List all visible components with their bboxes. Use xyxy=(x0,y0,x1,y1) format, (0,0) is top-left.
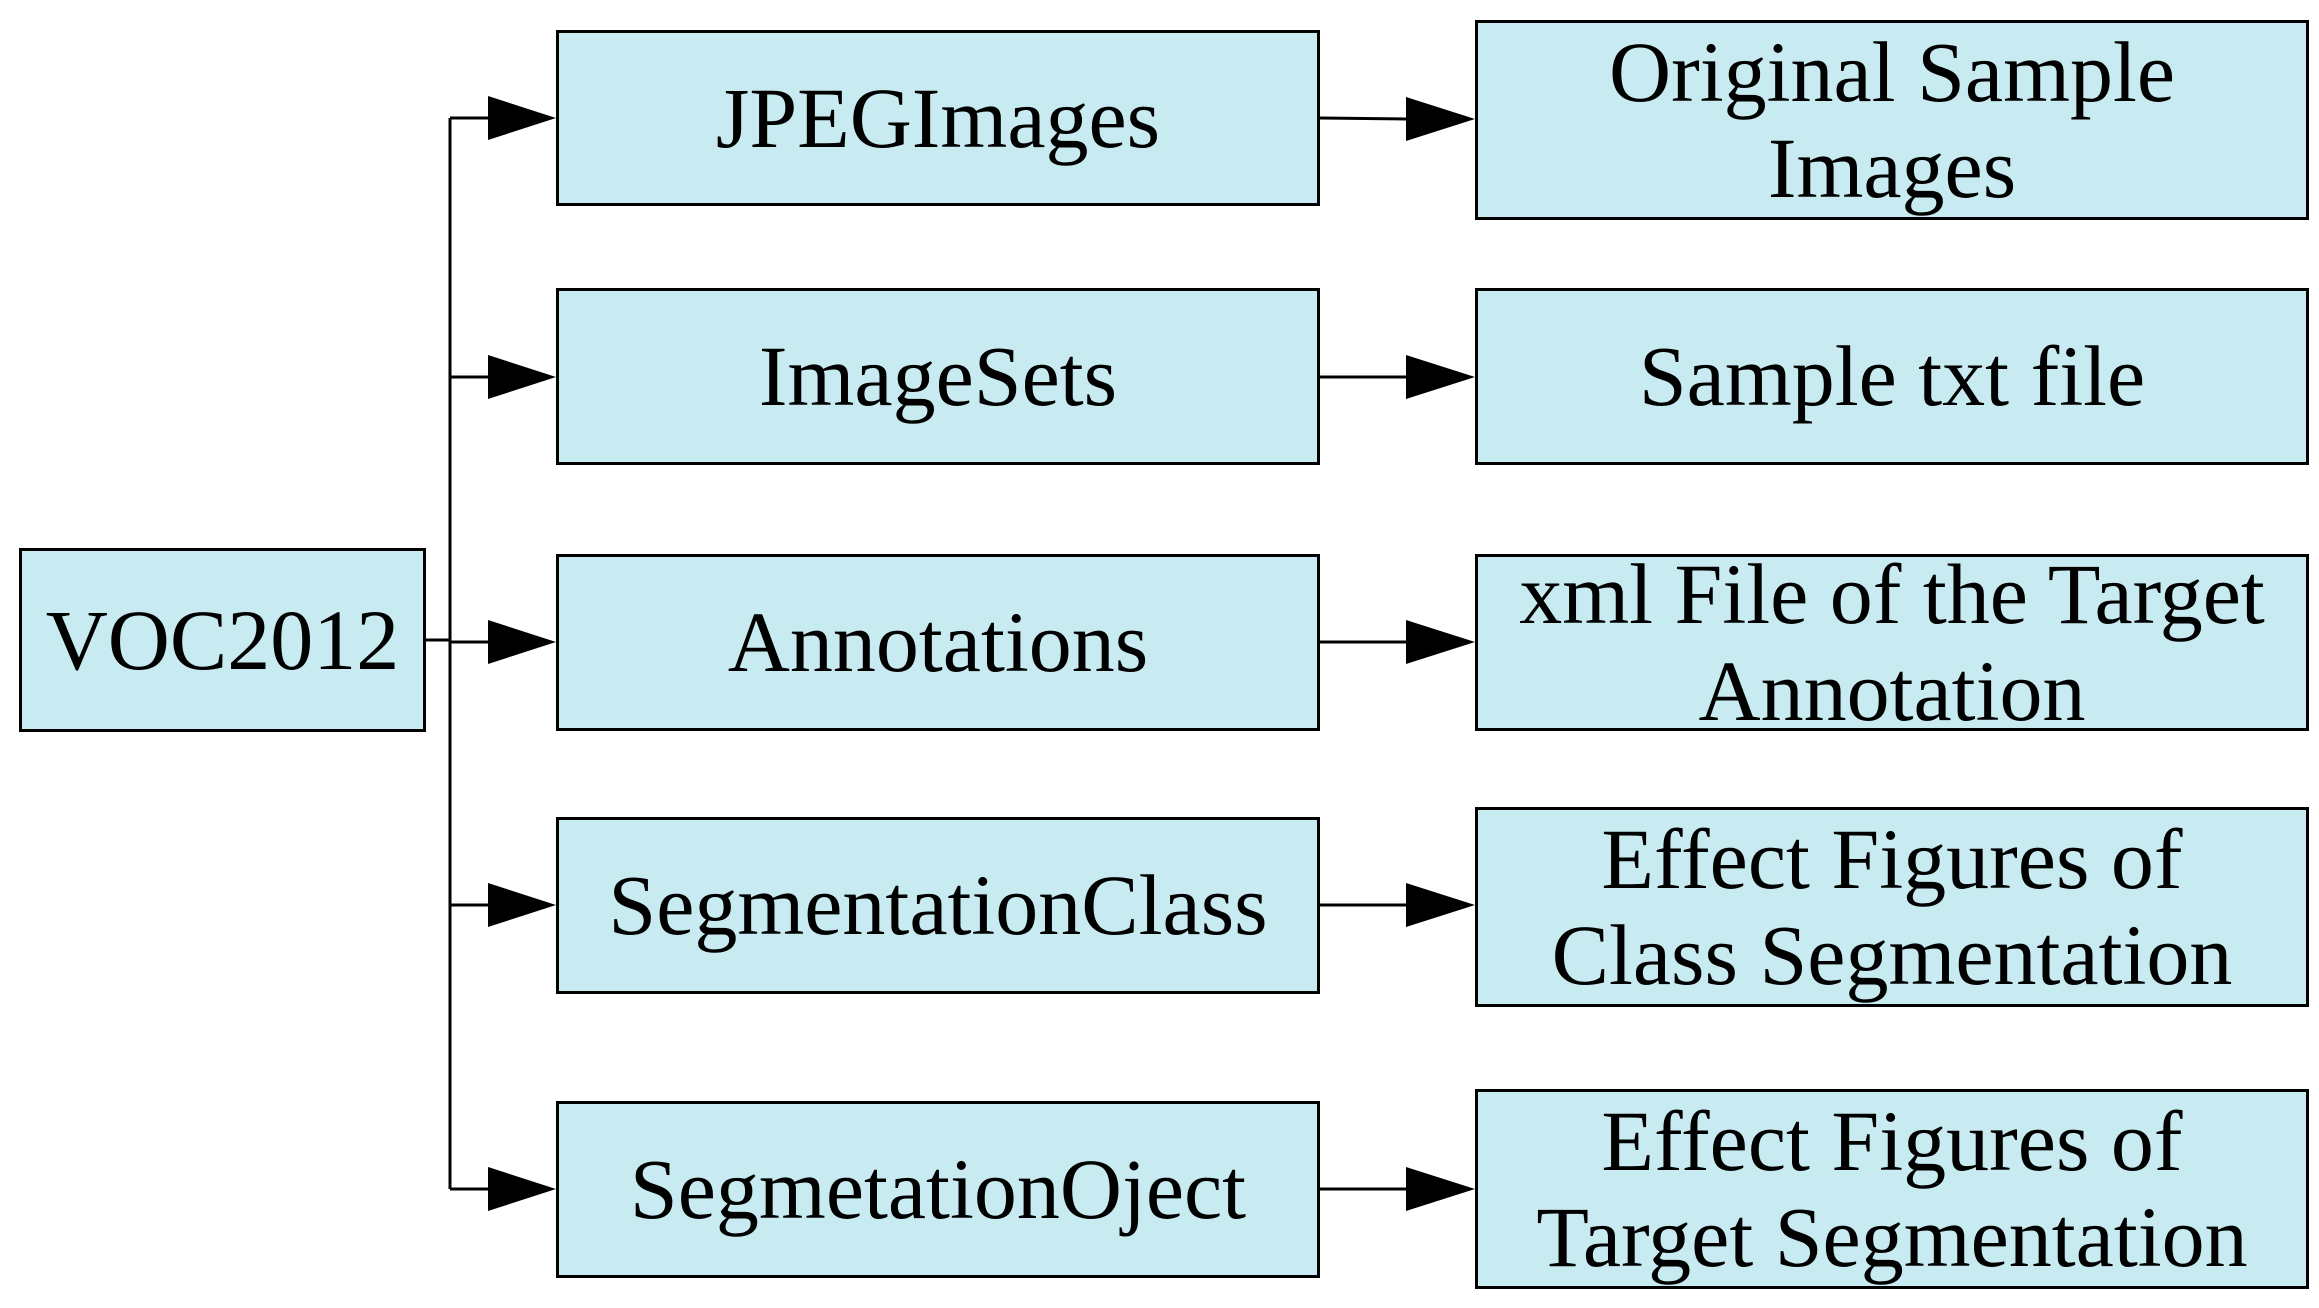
desc-arrow-segmentationclass xyxy=(1320,883,1475,927)
arrowhead-icon xyxy=(1406,97,1475,141)
arrowhead-icon xyxy=(1406,883,1475,927)
description-node-imagesets: Sample txt file xyxy=(1475,288,2309,465)
folder-node-imagesets: ImageSets xyxy=(556,288,1320,465)
arrowhead-icon xyxy=(1406,1167,1475,1211)
arrowhead-icon xyxy=(488,883,556,927)
folder-node-label: Annotations xyxy=(727,594,1149,691)
branch-arrow-segmetationoject xyxy=(450,1167,556,1211)
desc-arrow-segmetationoject xyxy=(1320,1167,1475,1211)
folder-node-label: JPEGImages xyxy=(715,69,1161,166)
branch-arrow-jpegimages xyxy=(450,96,556,140)
description-line: Target Segmentation xyxy=(1536,1189,2248,1285)
description-line: Images xyxy=(1767,120,2017,216)
description-line: Original Sample xyxy=(1608,23,2176,120)
arrowhead-icon xyxy=(1406,620,1475,664)
folder-node-annotations: Annotations xyxy=(556,554,1320,731)
branch-arrow-imagesets xyxy=(450,355,556,399)
description-line: Effect Figures of xyxy=(1601,810,2183,907)
arrowhead-icon xyxy=(488,355,556,399)
folder-node-label: SegmetationOject xyxy=(629,1141,1247,1238)
folder-node-jpegimages: JPEGImages xyxy=(556,30,1320,206)
desc-arrow-jpegimages xyxy=(1319,97,1475,141)
folder-node-segmentationclass: SegmentationClass xyxy=(556,817,1320,994)
folder-node-label: SegmentationClass xyxy=(608,857,1268,954)
arrowhead-icon xyxy=(1406,355,1475,399)
description-node-segmetationoject: Effect Figures of Target Segmentation xyxy=(1475,1089,2309,1289)
folder-node-segmetationoject: SegmetationOject xyxy=(556,1101,1320,1278)
arrowhead-icon xyxy=(488,96,556,140)
arrowhead-icon xyxy=(488,1167,556,1211)
desc-arrow-annotations xyxy=(1320,620,1475,664)
description-line: Annotation xyxy=(1698,642,2086,739)
description-line: Sample txt file xyxy=(1638,328,2146,425)
branch-arrow-segmentationclass xyxy=(450,883,556,927)
root-node-label: VOC2012 xyxy=(45,591,400,688)
description-line: xml File of the Target xyxy=(1519,546,2265,643)
description-line: Class Segmentation xyxy=(1551,907,2233,1003)
description-node-jpegimages: Original Sample Images xyxy=(1475,20,2309,220)
arrowhead-icon xyxy=(488,620,556,664)
desc-arrow-imagesets xyxy=(1320,355,1475,399)
root-node-voc2012: VOC2012 xyxy=(19,548,426,732)
description-line: Effect Figures of xyxy=(1601,1092,2183,1189)
description-node-segmentationclass: Effect Figures of Class Segmentation xyxy=(1475,807,2309,1007)
branch-arrow-annotations xyxy=(450,620,556,664)
description-node-annotations: xml File of the Target Annotation xyxy=(1475,546,2309,739)
folder-node-label: ImageSets xyxy=(758,328,1118,425)
